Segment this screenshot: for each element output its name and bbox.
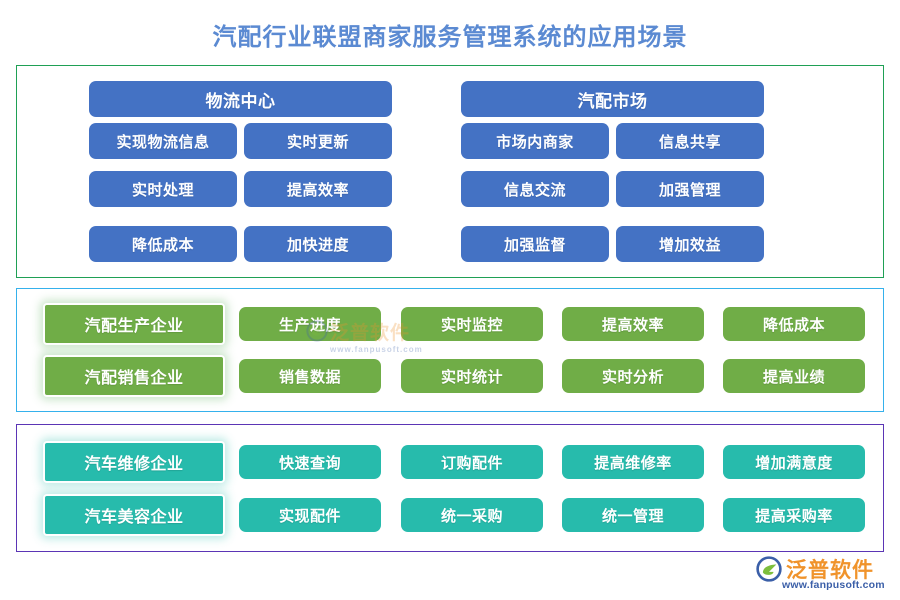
node-logistics-r2c0[interactable]: 降低成本 xyxy=(89,226,237,262)
node-market-r0c0[interactable]: 市场内商家 xyxy=(461,123,609,159)
node-logistics-r0c1[interactable]: 实时更新 xyxy=(244,123,392,159)
node-repair-item-3[interactable]: 增加满意度 xyxy=(723,445,865,479)
node-market-r1c1[interactable]: 加强管理 xyxy=(616,171,764,207)
category-beauty-enterprise[interactable]: 汽车美容企业 xyxy=(43,494,225,536)
node-sales-item-3[interactable]: 提高业绩 xyxy=(723,359,865,393)
fanpu-logo-mark-icon xyxy=(756,556,782,582)
node-sales-item-0[interactable]: 销售数据 xyxy=(239,359,381,393)
node-market-r1c0[interactable]: 信息交流 xyxy=(461,171,609,207)
node-market-r2c1[interactable]: 增加效益 xyxy=(616,226,764,262)
node-production-item-2[interactable]: 提高效率 xyxy=(562,307,704,341)
fanpu-logo: 泛普软件 www.fanpusoft.com xyxy=(756,554,892,594)
section-logistics-market: 物流中心 实现物流信息 实时更新 实时处理 提高效率 降低成本 加快进度 汽配市… xyxy=(16,65,884,278)
node-beauty-item-3[interactable]: 提高采购率 xyxy=(723,498,865,532)
logo-website-url: www.fanpusoft.com xyxy=(782,579,885,591)
node-market-r0c1[interactable]: 信息共享 xyxy=(616,123,764,159)
node-sales-item-1[interactable]: 实时统计 xyxy=(401,359,543,393)
group-header-market[interactable]: 汽配市场 xyxy=(461,81,764,117)
page-title: 汽配行业联盟商家服务管理系统的应用场景 xyxy=(211,23,688,52)
node-repair-item-1[interactable]: 订购配件 xyxy=(401,445,543,479)
section-services: 汽车维修企业 快速查询 订购配件 提高维修率 增加满意度 汽车美容企业 实现配件… xyxy=(16,424,884,552)
node-production-item-0[interactable]: 生产进度 xyxy=(239,307,381,341)
node-sales-item-2[interactable]: 实时分析 xyxy=(562,359,704,393)
category-repair-enterprise[interactable]: 汽车维修企业 xyxy=(43,441,225,483)
logo-company-name: 泛普软件 xyxy=(786,559,874,582)
node-beauty-item-2[interactable]: 统一管理 xyxy=(562,498,704,532)
node-production-item-3[interactable]: 降低成本 xyxy=(723,307,865,341)
node-repair-item-2[interactable]: 提高维修率 xyxy=(562,445,704,479)
category-sales-enterprise[interactable]: 汽配销售企业 xyxy=(43,355,225,397)
group-header-logistics[interactable]: 物流中心 xyxy=(89,81,392,117)
node-beauty-item-0[interactable]: 实现配件 xyxy=(239,498,381,532)
node-production-item-1[interactable]: 实时监控 xyxy=(401,307,543,341)
node-logistics-r1c1[interactable]: 提高效率 xyxy=(244,171,392,207)
section-enterprises: 汽配生产企业 生产进度 实时监控 提高效率 降低成本 汽配销售企业 销售数据 实… xyxy=(16,288,884,412)
node-beauty-item-1[interactable]: 统一采购 xyxy=(401,498,543,532)
node-logistics-r0c0[interactable]: 实现物流信息 xyxy=(89,123,237,159)
node-logistics-r2c1[interactable]: 加快进度 xyxy=(244,226,392,262)
category-production-enterprise[interactable]: 汽配生产企业 xyxy=(43,303,225,345)
node-repair-item-0[interactable]: 快速查询 xyxy=(239,445,381,479)
node-market-r2c0[interactable]: 加强监督 xyxy=(461,226,609,262)
node-logistics-r1c0[interactable]: 实时处理 xyxy=(89,171,237,207)
